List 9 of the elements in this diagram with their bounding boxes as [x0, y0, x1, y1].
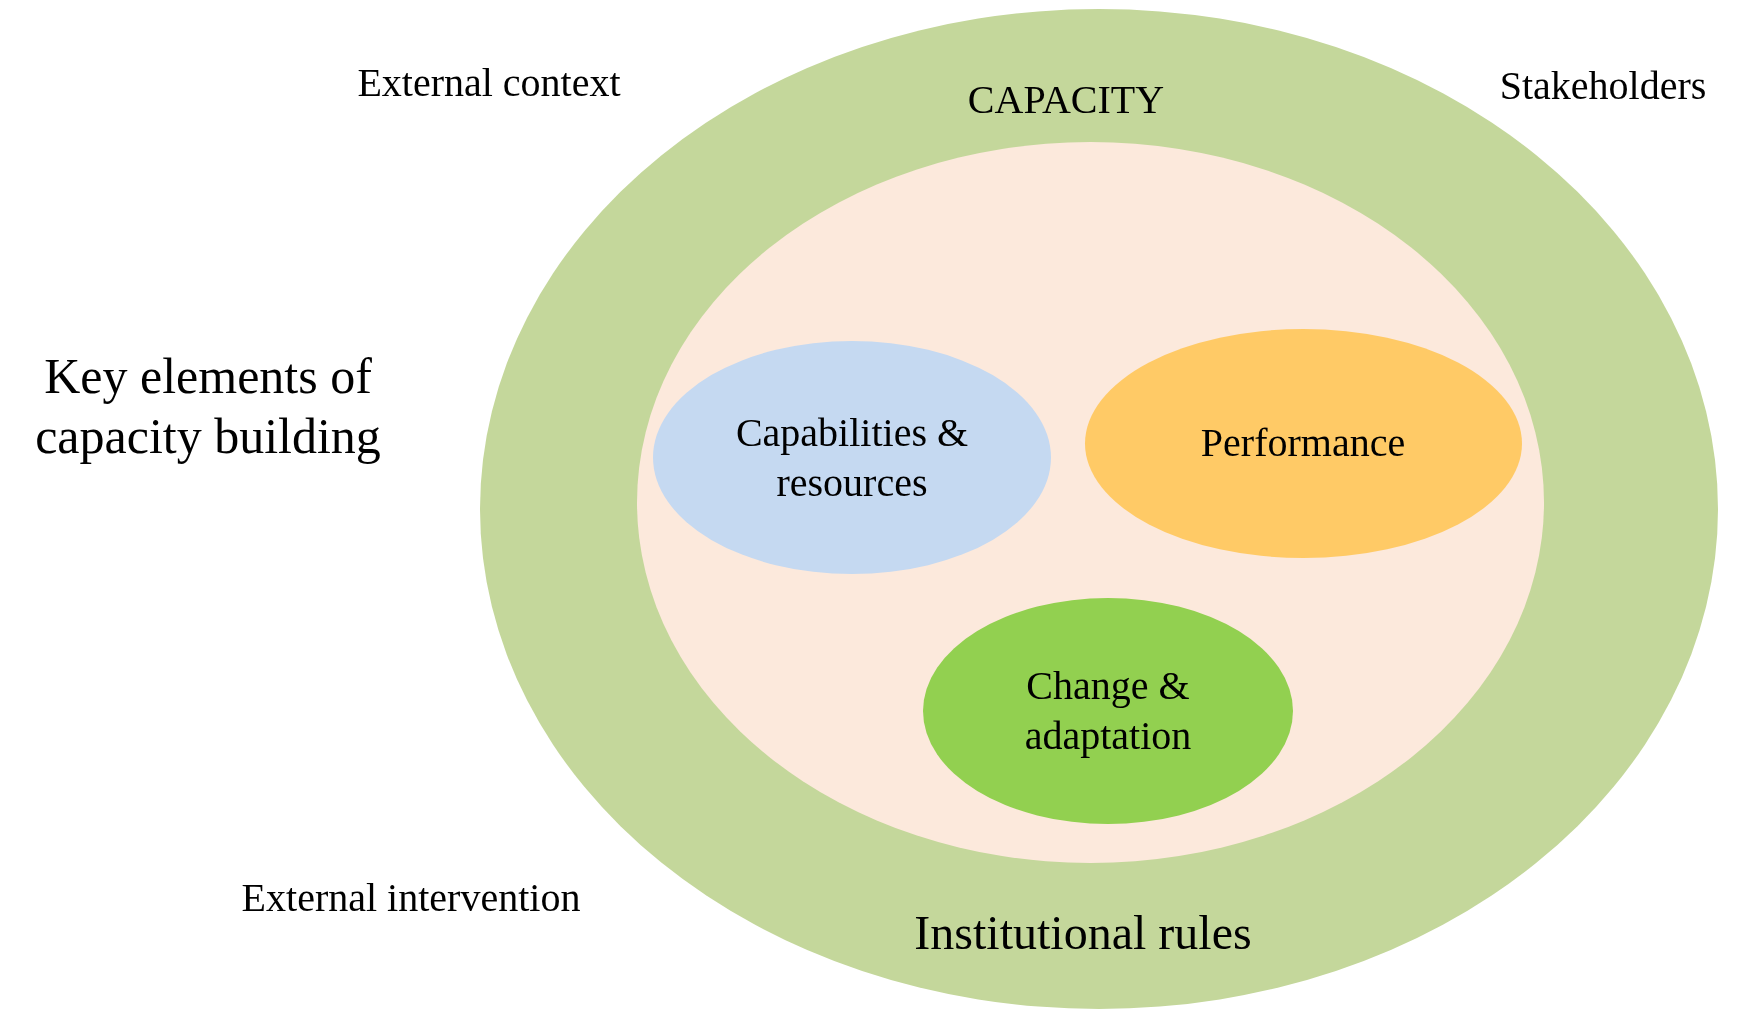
node-label: Capabilities & resources [734, 409, 970, 507]
node-label: Change & adaptation [1023, 662, 1193, 760]
node-label: Institutional rules [913, 905, 1253, 961]
stakeholder-label: Stakeholders [1498, 62, 1708, 110]
side-heading: Key elements of capacity building [34, 347, 382, 466]
context-label: External context [356, 59, 622, 107]
node-label: Performance [1199, 419, 1407, 467]
intervention-label: External intervention [240, 874, 582, 922]
node-heading: CAPACITY [966, 76, 1166, 124]
